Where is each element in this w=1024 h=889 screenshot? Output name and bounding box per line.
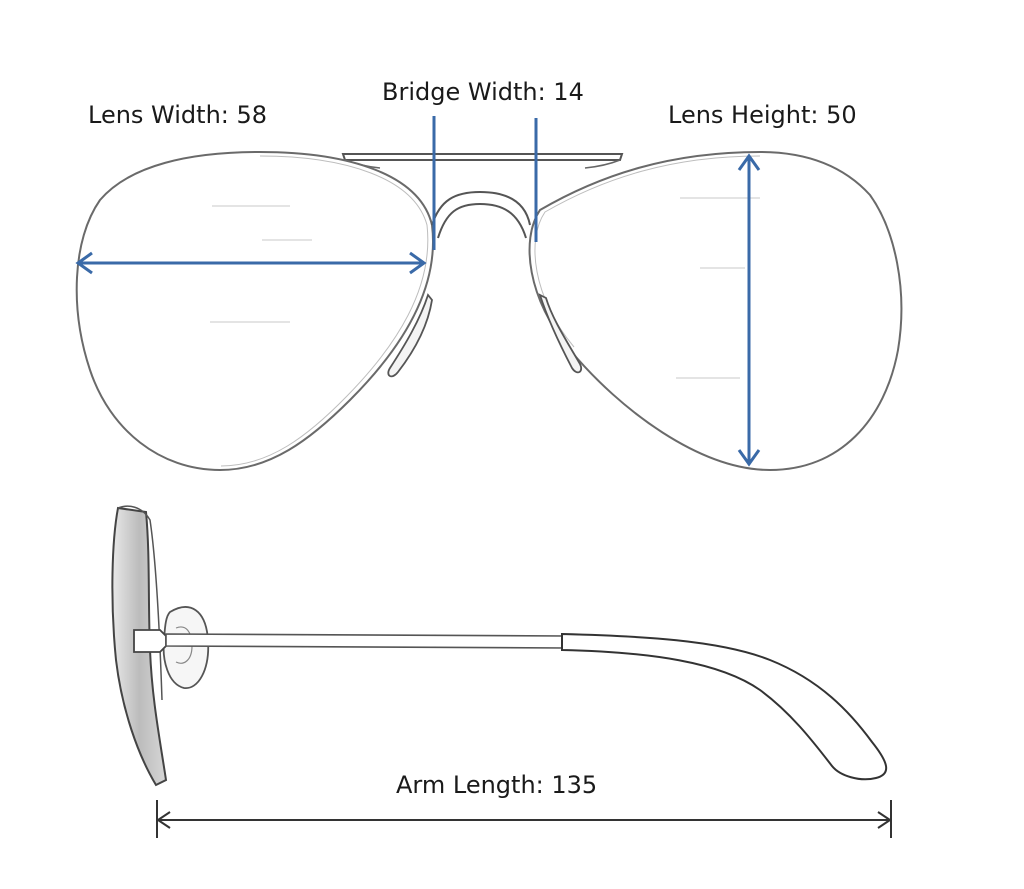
arm-length-label: Arm Length: 135 (396, 771, 598, 799)
lens-height-label: Lens Height: 50 (668, 101, 857, 129)
bridge-width-measure (432, 116, 538, 250)
arm-length-measure (156, 800, 892, 838)
temple-arm (165, 633, 566, 649)
brow-bar (341, 153, 624, 169)
lens-reflections (210, 197, 760, 379)
left-lens-inner-rim (220, 155, 429, 467)
right-lens (528, 150, 903, 472)
side-nose-pad (162, 606, 210, 689)
side-view (111, 505, 887, 787)
hinge (133, 629, 167, 653)
lens-height-measure (737, 153, 761, 467)
front-view (75, 150, 903, 472)
right-nose-pad (538, 293, 583, 374)
left-lens (75, 150, 434, 472)
temple-tip (561, 632, 887, 781)
left-nose-pad (387, 293, 433, 378)
bridge-width-label: Bridge Width: 14 (382, 78, 584, 106)
lens-width-label: Lens Width: 58 (88, 101, 268, 129)
lens-width-measure (75, 251, 427, 275)
right-lens-inner-rim (534, 155, 761, 348)
nose-bridge (431, 190, 531, 239)
